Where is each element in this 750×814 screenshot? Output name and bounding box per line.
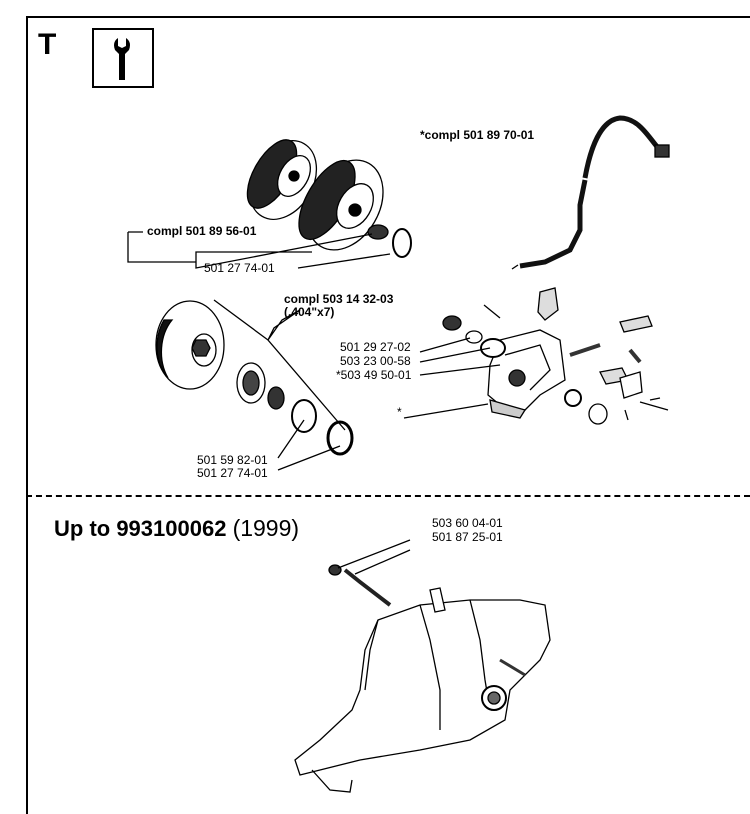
clutch-drum-main xyxy=(298,159,384,251)
crankcase xyxy=(294,587,551,793)
oil-pump-housing xyxy=(487,329,582,419)
label-pump-part-3: *503 49 50-01 xyxy=(336,368,412,382)
label-washer-bottom: 501 27 74-01 xyxy=(197,466,268,480)
oil-pump-cable xyxy=(511,115,670,270)
label-clutch-bearing-top: 501 27 74-01 xyxy=(204,261,275,275)
tool-box xyxy=(92,28,154,88)
wrench-icon xyxy=(114,38,130,80)
top-border xyxy=(26,16,750,18)
label-variant-part-1: 503 60 04-01 xyxy=(432,516,503,530)
label-rim-drum-compl: compl 503 14 32-03 xyxy=(284,292,394,306)
label-rim-drum-spec: (.404"x7) xyxy=(284,305,335,319)
left-border xyxy=(26,16,28,814)
section-divider xyxy=(26,495,750,497)
label-pump-part-1: 501 29 27-02 xyxy=(340,340,411,354)
label-pump-part-2: 503 23 00-58 xyxy=(340,354,411,368)
label-asterisk: * xyxy=(397,405,402,419)
label-needle-bearing: 501 59 82-01 xyxy=(197,453,268,467)
label-clutch-drum-compl: compl 501 89 56-01 xyxy=(147,224,257,238)
variant-heading-serial: Up to 993100062 xyxy=(54,516,227,541)
pump-small-parts xyxy=(442,287,669,425)
label-variant-part-2: 501 87 25-01 xyxy=(432,530,503,544)
sprocket-rim xyxy=(236,362,354,456)
section-letter: T xyxy=(38,28,57,61)
label-oil-pump-compl: *compl 501 89 70-01 xyxy=(420,128,535,142)
variant-heading-year: (1999) xyxy=(232,515,300,541)
needle-bearing-top xyxy=(367,224,412,258)
bar-bolt xyxy=(328,564,392,607)
clutch-drum-top xyxy=(246,139,318,220)
variant-heading: Up to 993100062 (1999) xyxy=(54,515,299,542)
rim-drum xyxy=(155,300,225,390)
